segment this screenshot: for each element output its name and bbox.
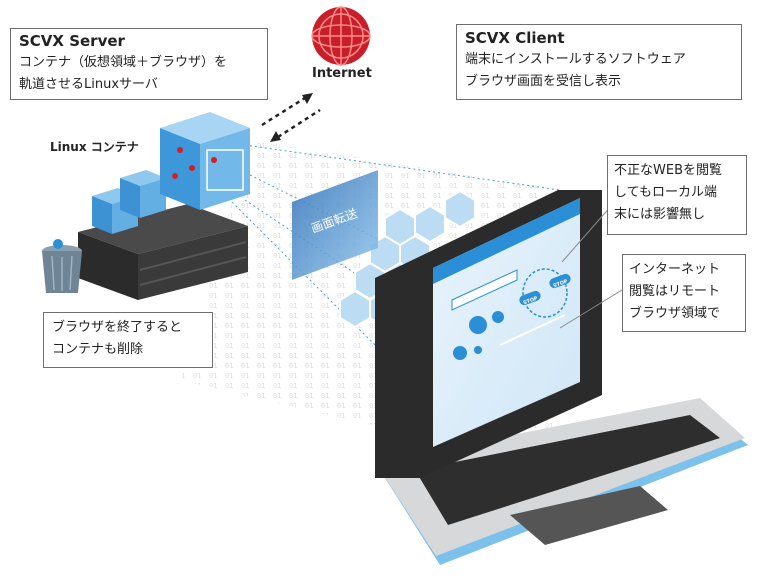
callout-remote-line-1: インターネット: [629, 262, 721, 277]
callout-unsafe: 不正なWEBを閲覧 してもローカル端 末には影響無し: [607, 155, 747, 235]
container-cubes: [92, 112, 250, 234]
callout-unsafe-line-1: 不正なWEBを閲覧: [614, 163, 722, 178]
client-box-title: SCVX Client: [465, 29, 565, 47]
internet-label: Internet: [312, 66, 372, 81]
callout-remote: インターネット 閲覧はリモート ブラウザ領域で: [622, 254, 746, 332]
stop-sign-1: STOP: [522, 296, 538, 307]
callout-delete-line-2: コンテナも削除: [52, 342, 144, 357]
callout-unsafe-line-2: してもローカル端: [614, 185, 717, 200]
screen-transfer-panel: [292, 170, 378, 280]
callout-remote-line-2: 閲覧はリモート: [629, 284, 721, 299]
callout-unsafe-line-3: 末には影響無し: [614, 207, 706, 222]
trash-bin-icon: [42, 239, 82, 293]
callout-delete: ブラウザを終了すると コンテナも削除: [43, 312, 213, 368]
laptop: STOP STOP: [375, 190, 748, 565]
server-box-line-1: コンテナ（仮想領域＋ブラウザ）を: [19, 55, 228, 70]
stop-sign-2: STOP: [552, 279, 568, 290]
callout-remote-line-3: ブラウザ領域で: [629, 306, 721, 321]
server-box-title: SCVX Server: [19, 32, 125, 50]
internet-globe-icon: [311, 6, 371, 66]
callout-delete-line-1: ブラウザを終了すると: [52, 320, 183, 335]
client-box-line-2: ブラウザ画面を受信し表示: [465, 74, 622, 89]
data-exchange-arrows: [261, 96, 321, 139]
callout-leaders: [559, 204, 623, 329]
server-box-line-2: 軌道させるLinuxサーバ: [19, 77, 158, 92]
client-box: SCVX Client 端末にインストールするソフトウェア ブラウザ画面を受信し…: [456, 24, 742, 100]
arrow-up-icon: [302, 93, 313, 104]
client-box-line-1: 端末にインストールするソフトウェア: [465, 52, 686, 67]
server-box: SCVX Server コンテナ（仮想領域＋ブラウザ）を 軌道させるLinuxサ…: [10, 28, 268, 100]
linux-server: [78, 204, 248, 300]
arrow-down-icon: [270, 131, 281, 142]
container-label: Linux コンテナ: [50, 140, 139, 154]
